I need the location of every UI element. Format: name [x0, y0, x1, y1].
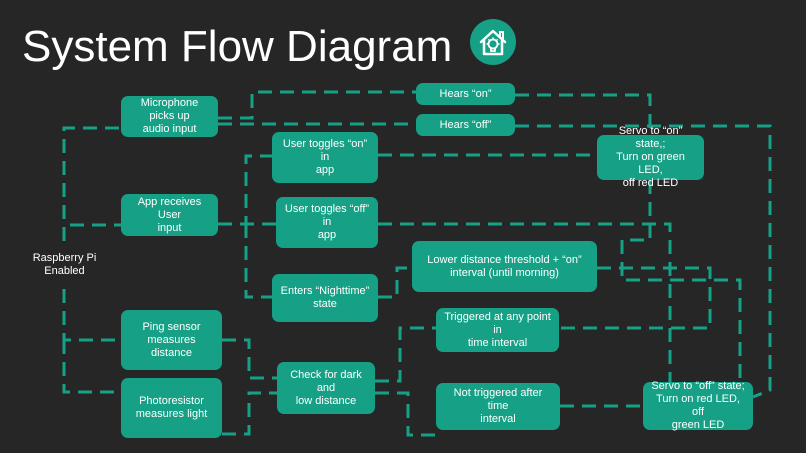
connector-app-to-user-on	[218, 154, 272, 226]
connector-pi-to-photoresistor	[62, 340, 121, 394]
raspberry-pi-label: Raspberry Pi Enabled	[32, 251, 97, 277]
microphone-node: Microphone picks up audio input	[121, 96, 218, 137]
connector-mic-to-hears-on	[218, 90, 416, 120]
servo-on-node: Servo to “on” state,; Turn on green LED,…	[597, 125, 704, 189]
user-toggles-on-node: User toggles “on” in app	[272, 132, 378, 183]
check-dark-label: Check for dark and low distance	[290, 368, 362, 407]
connector-nighttime-to-threshold	[378, 266, 412, 299]
hears-off-label: Hears “off”	[439, 118, 492, 131]
servo-off-node: Servo to “off” state; Turn on red LED, o…	[643, 380, 753, 431]
app-receives-node: App receives User input	[121, 194, 218, 236]
connector-ping-to-check	[222, 338, 277, 380]
user-toggles-off-label: User toggles “off” in app	[284, 203, 370, 241]
page-title: System Flow Diagram	[22, 22, 453, 71]
connector-app-to-nighttime	[244, 224, 272, 299]
nighttime-label: Enters “Nighttime” state	[280, 285, 370, 310]
servo-on-label: Servo to “on” state,; Turn on green LED,…	[616, 125, 685, 189]
connector-check-to-not-triggered	[375, 391, 436, 437]
connector-hears-on-to-servo-off	[515, 93, 742, 404]
photoresistor-node: Photoresistor measures light	[121, 378, 222, 438]
smart-home-icon	[470, 19, 516, 65]
connector-pi-to-ping	[62, 289, 121, 342]
connector-user-off-to-servo-off	[378, 222, 672, 385]
not-triggered-node: Not triggered after time interval	[436, 383, 560, 430]
app-receives-label: App receives User input	[137, 195, 202, 234]
photoresistor-label: Photoresistor measures light	[135, 395, 208, 420]
user-toggles-off-node: User toggles “off” in app	[276, 197, 378, 248]
connector-threshold-loop	[559, 266, 712, 330]
connector-hears-off-to-servo-on	[515, 124, 772, 399]
triggered-label: Triggered at any point in time interval	[444, 310, 551, 349]
ping-sensor-label: Ping sensor measures distance	[142, 320, 201, 359]
user-toggles-on-label: User toggles “on” in app	[282, 138, 368, 176]
raspberry-pi-node: Raspberry Pi Enabled	[14, 240, 115, 289]
hears-on-node: Hears “on”	[416, 83, 515, 105]
lower-threshold-node: Lower distance threshold + “on” interval…	[412, 241, 597, 292]
ping-sensor-node: Ping sensor measures distance	[121, 310, 222, 370]
not-triggered-label: Not triggered after time interval	[453, 387, 543, 425]
hears-on-label: Hears “on”	[439, 87, 492, 100]
connector-photo-to-check	[222, 391, 277, 436]
triggered-node: Triggered at any point in time interval	[436, 308, 559, 352]
microphone-label: Microphone picks up audio input	[140, 97, 199, 135]
hears-off-node: Hears “off”	[416, 114, 515, 136]
connector-pi-to-microphone	[62, 126, 122, 241]
connector-check-to-triggered	[375, 326, 436, 383]
nighttime-node: Enters “Nighttime” state	[272, 274, 378, 322]
lower-threshold-label: Lower distance threshold + “on” interval…	[427, 253, 582, 279]
connector-pi-to-app	[62, 223, 122, 241]
check-dark-node: Check for dark and low distance	[277, 362, 375, 414]
servo-off-label: Servo to “off” state; Turn on red LED, o…	[651, 380, 745, 431]
